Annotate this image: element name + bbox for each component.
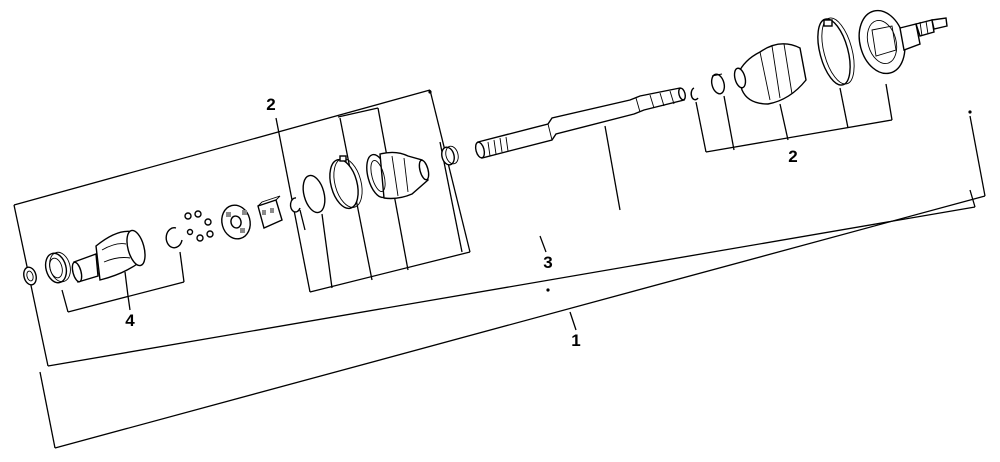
- cv-boot-left: [366, 151, 430, 200]
- callout-1-bracket: [39, 115, 986, 449]
- bearing-balls: [184, 210, 214, 242]
- callout-3-bracket: [13, 89, 976, 367]
- boot-clamp-large-left: [329, 155, 363, 210]
- callout-3-label: 3: [543, 253, 552, 272]
- snap-ring-inner-left: [289, 197, 301, 213]
- dust-seal: [44, 251, 71, 284]
- boot-clamp-large-right: [817, 17, 855, 86]
- snap-ring-left: [23, 266, 37, 286]
- cv-boot-right: [733, 43, 807, 105]
- leader-arrow-dots: [428, 90, 972, 292]
- callout-2-right-bracket: [695, 83, 893, 153]
- callout-2-right-label: 2: [788, 147, 797, 166]
- shaft-leader: [604, 125, 621, 211]
- inner-cv-joint-housing: [71, 229, 146, 283]
- circlip: [165, 227, 183, 249]
- snap-ring-inner-right: [690, 87, 699, 101]
- callout-4-bracket: [61, 251, 185, 313]
- outer-cv-joint: [858, 9, 948, 75]
- boot-clamp-ring: [441, 145, 459, 166]
- axle-shaft: [474, 87, 686, 159]
- boot-clamp-small-left: [302, 174, 326, 214]
- callout-4-label: 4: [125, 311, 135, 330]
- callout-1-label: 1: [571, 331, 580, 350]
- bearing-cage: [257, 195, 283, 229]
- callout-2-left-label: 2: [266, 95, 275, 114]
- boot-clamp-small-right: [710, 73, 726, 95]
- inner-race: [221, 204, 251, 240]
